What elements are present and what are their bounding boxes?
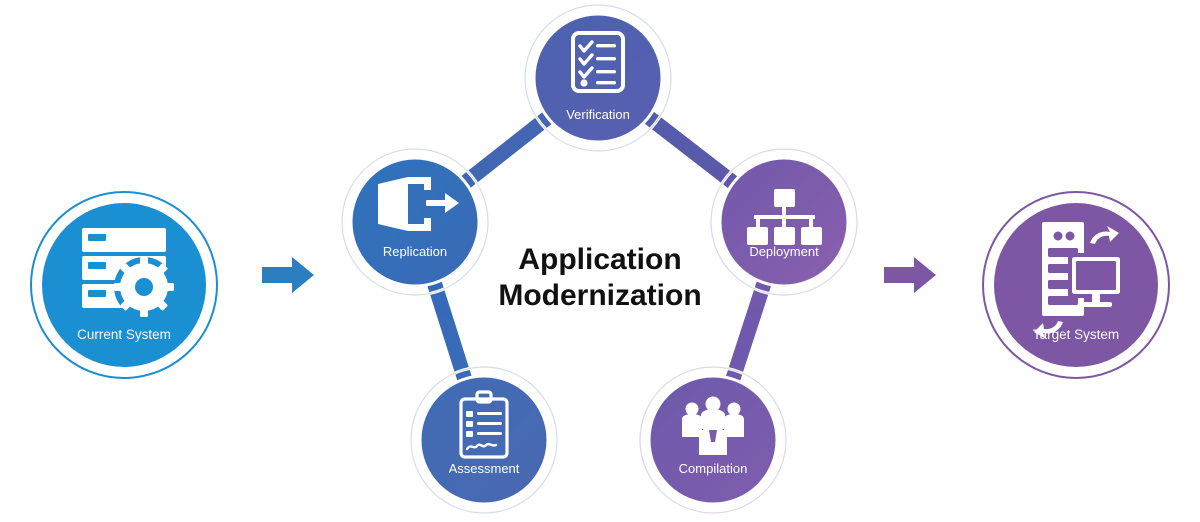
replication-label: Replication	[383, 244, 447, 259]
target-system-outer-ring	[982, 191, 1170, 379]
deployment-outer-ring-line	[710, 148, 858, 296]
compilation-label: Compilation	[679, 461, 748, 476]
clipboard-signature-icon	[459, 390, 509, 459]
current-system-label: Current System	[77, 327, 171, 342]
step-node-compilation[interactable]: Compilation	[638, 365, 788, 515]
people-group-icon	[682, 396, 744, 455]
compilation-outer-ring-line	[639, 366, 787, 514]
assessment-outer-ring-line	[410, 366, 558, 514]
current-system-node[interactable]: Current System	[30, 191, 218, 379]
door-exit-icon	[378, 177, 459, 231]
replication-outer-ring-line	[341, 148, 489, 296]
step-node-verification[interactable]: Verification	[523, 3, 673, 153]
verification-circle	[532, 12, 664, 144]
deployment-label: Deployment	[749, 244, 819, 259]
assessment-label: Assessment	[449, 461, 520, 476]
verification-label: Verification	[566, 107, 630, 122]
step-node-replication[interactable]: Replication	[340, 147, 490, 297]
center-title: Application Modernization	[498, 243, 701, 312]
center-title-line1: Application	[518, 243, 681, 276]
center-title-line2: Modernization	[498, 279, 701, 312]
assessment-circle	[418, 374, 550, 506]
step-node-deployment[interactable]: Deployment	[709, 147, 859, 297]
target-system-node[interactable]: Target System	[982, 191, 1170, 379]
verification-outer-ring-line	[524, 4, 672, 152]
server-monitor-sync-icon	[1034, 222, 1124, 339]
cycle-to-target-arrow	[884, 257, 936, 293]
step-node-assessment[interactable]: Assessment	[409, 365, 559, 515]
checklist-icon	[571, 31, 625, 93]
sitemap-icon	[747, 189, 822, 245]
current-system-outer-ring	[30, 191, 218, 379]
target-system-label: Target System	[1033, 327, 1119, 342]
source-to-cycle-arrow	[262, 257, 314, 293]
server-gear-icon	[82, 228, 174, 317]
